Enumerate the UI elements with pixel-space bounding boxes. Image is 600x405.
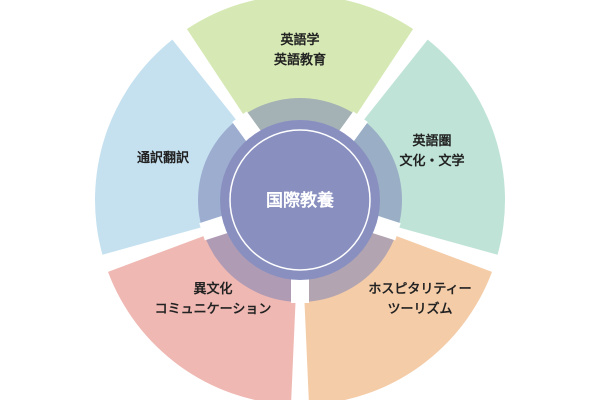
segment-label-english: 英語学英語教育 [273, 32, 326, 68]
segment-label-line: 文化・文学 [399, 153, 464, 169]
center-group: 国際教養 [266, 190, 334, 211]
segment-label-line: 英語圏 [411, 133, 451, 149]
hub-core [220, 120, 380, 280]
segment-label-line: 英語学 [279, 32, 319, 48]
segment-label-hospitality: ホスピタリティーツーリズム [368, 282, 471, 317]
segment-label-culture: 英語圏文化・文学 [399, 133, 464, 169]
segment-label-line: 英語教育 [273, 52, 326, 68]
center-circle-outline [229, 129, 371, 271]
segment-label-line: ツーリズム [387, 301, 452, 317]
segment-label-interpretation: 通訳翻訳 [137, 150, 190, 166]
hub-layer [198, 98, 402, 303]
segment-label-line: コミュニケーション [155, 302, 272, 317]
segment-label-line: 異文化 [193, 281, 232, 297]
segment-label-line: 通訳翻訳 [137, 150, 190, 166]
segment-label-line: ホスピタリティー [368, 282, 471, 297]
center-label: 国際教養 [266, 190, 334, 211]
segment-label-intercultural: 異文化コミュニケーション [155, 281, 272, 317]
